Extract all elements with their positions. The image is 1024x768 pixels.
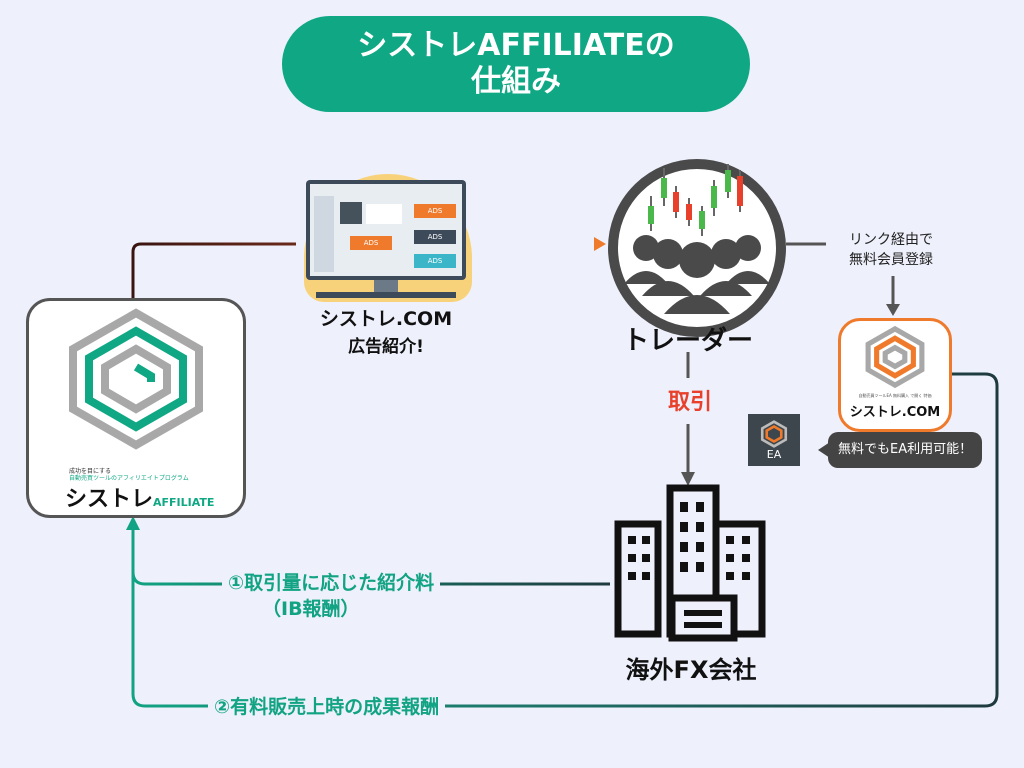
candlestick-chart bbox=[648, 164, 743, 236]
monitor-base bbox=[316, 292, 456, 298]
broker-label: 海外FX会社 bbox=[625, 656, 757, 684]
link-note-line2: 無料会員登録 bbox=[849, 252, 933, 268]
com-logo-card: 自動売買ツールEA 無料購入 で開く 特価 シストレ.COM bbox=[838, 318, 952, 432]
ad-banner-4: ADS bbox=[414, 254, 456, 268]
affiliate-brand-name: シストレ bbox=[65, 487, 154, 512]
trade-label: 取引 bbox=[667, 390, 712, 415]
monitor-sidebar bbox=[314, 196, 334, 272]
com-hex-logo bbox=[865, 325, 925, 389]
ad-monitor-illustration: ADS ADS ADS ADS bbox=[296, 170, 478, 304]
affiliate-logo-card: 成功を目にする 自動売買ツールのアフィリエイトプログラム シストレAFFILIA… bbox=[26, 298, 246, 518]
free-ea-bubble: 無料でもEA利用可能！ bbox=[828, 432, 983, 468]
monitor-screen: ADS ADS ADS ADS bbox=[306, 180, 466, 280]
building-icon bbox=[614, 484, 766, 642]
link-note: リンク経由で 無料会員登録 bbox=[826, 230, 956, 270]
affiliate-tagline-1: 成功を目にする bbox=[69, 468, 112, 475]
title-line1: シストレAFFILIATEの bbox=[357, 28, 675, 63]
free-ea-bubble-tail bbox=[818, 442, 830, 458]
ea-box: EA bbox=[748, 414, 800, 466]
affiliate-brand-suffix: AFFILIATE bbox=[153, 496, 215, 509]
monitor-content bbox=[366, 204, 402, 224]
affiliate-tagline-2: 自動売買ツールのアフィリエイトプログラム bbox=[69, 475, 189, 482]
crowd-silhouettes bbox=[624, 235, 770, 314]
reward1-line1: ①取引量に応じた紹介料 bbox=[222, 568, 441, 595]
ad-banner-2: ADS bbox=[350, 236, 392, 250]
monitor-stand bbox=[374, 280, 398, 292]
line-affiliate-to-ads bbox=[131, 242, 296, 298]
ads-caption-line1: シストレ.COM bbox=[319, 308, 453, 330]
monitor-thumb bbox=[340, 202, 362, 224]
ad-banner-1: ADS bbox=[414, 204, 456, 218]
traders-icon bbox=[608, 159, 786, 337]
affiliate-brand: シストレAFFILIATE bbox=[65, 481, 214, 513]
ea-label: EA bbox=[766, 448, 782, 461]
ads-caption-line2: 広告紹介! bbox=[348, 337, 424, 357]
reward1-line2: （IB報酬） bbox=[262, 594, 360, 621]
title-banner: シストレAFFILIATEの 仕組み bbox=[282, 16, 750, 112]
reward2-label: ②有料販売上時の成果報酬 bbox=[208, 692, 446, 719]
ea-hex-logo bbox=[760, 420, 788, 448]
ad-banner-3: ADS bbox=[414, 230, 456, 244]
com-tagline: 自動売買ツールEA 無料購入 で開く 特価 bbox=[858, 393, 932, 398]
link-note-line1: リンク経由で bbox=[849, 232, 933, 248]
title-line2: 仕組み bbox=[471, 64, 561, 99]
traders-label: トレーダー bbox=[622, 326, 753, 356]
com-brand: シストレ.COM bbox=[849, 405, 941, 420]
arrow-com-to-affiliate bbox=[131, 372, 999, 708]
affiliate-hex-logo bbox=[69, 308, 203, 450]
